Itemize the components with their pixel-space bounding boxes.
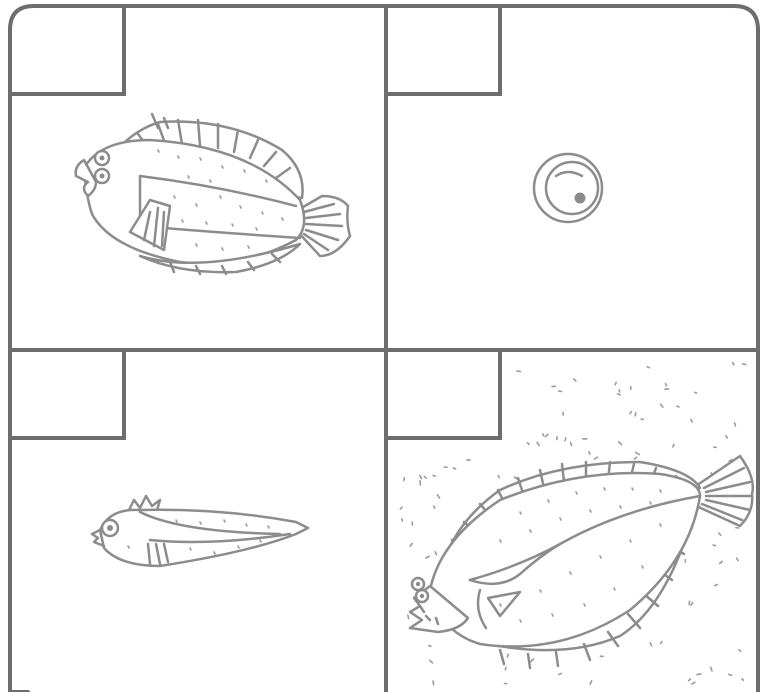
sand-speck [666, 384, 667, 386]
sand-speck [433, 681, 434, 685]
sand-speck [737, 558, 738, 560]
sand-speck [673, 444, 674, 447]
sand-speck [589, 452, 590, 454]
sand-speck [434, 506, 435, 508]
sand-speck [433, 476, 435, 477]
sand-speck [404, 478, 405, 481]
sand-speck [619, 390, 620, 392]
sand-speck [507, 654, 508, 657]
sand-speck [412, 522, 413, 525]
sand-speck [729, 674, 732, 675]
sand-speck [641, 419, 643, 420]
sand-speck [661, 642, 662, 644]
sand-speck [559, 391, 562, 392]
sand-speck [695, 392, 697, 393]
sand-speck [677, 406, 679, 407]
sand-speck [743, 364, 746, 365]
sand-speck [615, 382, 616, 385]
sand-speck [697, 674, 701, 675]
sand-speck [453, 468, 456, 469]
sand-speck [498, 476, 499, 478]
sand-speck [647, 367, 649, 368]
sand-speck [630, 412, 631, 414]
sand-speck [635, 413, 636, 416]
sand-speck [505, 668, 506, 670]
sand-speck [571, 443, 572, 446]
sand-speck [517, 371, 521, 372]
sand-speck [618, 394, 621, 395]
sand-speck [559, 673, 562, 674]
sand-speck [565, 438, 566, 441]
sand-speck [429, 646, 431, 647]
sand-speck [408, 615, 409, 618]
sand-speck [742, 679, 743, 681]
sand-speck [715, 585, 718, 586]
sand-speck [543, 434, 544, 436]
sand-speck [713, 545, 715, 546]
sand-speck [735, 423, 736, 426]
fish-egg-icon [534, 154, 602, 222]
